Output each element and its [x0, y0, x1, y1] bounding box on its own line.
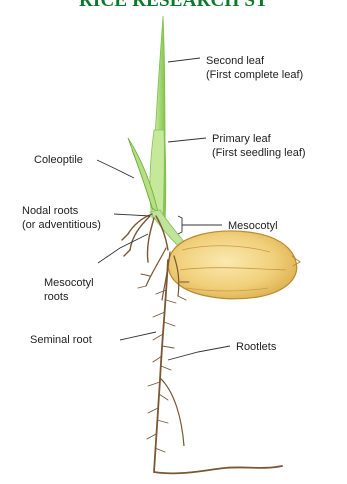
label-nodal-roots: Nodal roots	[22, 205, 79, 217]
label-mesocotyl-roots-sub: roots	[44, 291, 69, 303]
rice-grain	[168, 231, 300, 299]
label-primary-leaf-sub: (First seedling leaf)	[212, 147, 306, 159]
label-mesocotyl-roots: Mesocotyl	[44, 277, 94, 289]
label-primary-leaf: Primary leaf	[212, 133, 272, 145]
label-second-leaf: Second leaf	[206, 55, 265, 67]
label-seminal-root: Seminal root	[30, 334, 92, 346]
label-coleoptile: Coleoptile	[34, 154, 83, 166]
label-nodal-roots-sub: (or adventitious)	[22, 219, 101, 231]
label-second-leaf-sub: (First complete leaf)	[206, 69, 303, 81]
label-mesocotyl: Mesocotyl	[228, 220, 278, 232]
label-rootlets: Rootlets	[236, 341, 277, 353]
seminal-root-fork	[160, 378, 184, 446]
